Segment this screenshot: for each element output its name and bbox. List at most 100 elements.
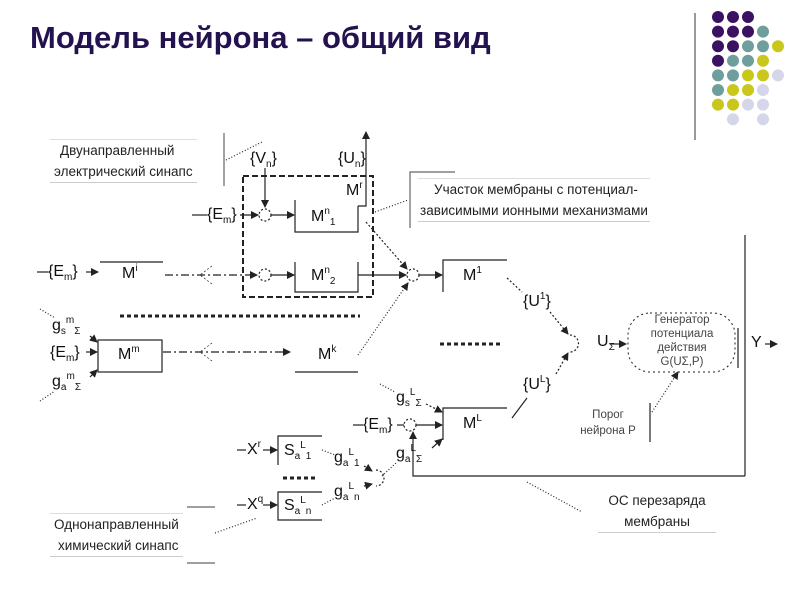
symbol-part-tail: Σ	[415, 398, 422, 409]
note-line: зависимыми ионными механизмами	[420, 203, 648, 218]
symbol-mn1: Mn1	[311, 206, 336, 228]
symbol-part-b: g	[396, 445, 405, 462]
symbol-part-sup: q	[257, 494, 264, 505]
symbol-part-b: {U	[523, 293, 540, 310]
symbol-part-sub: Σ	[608, 342, 615, 353]
symbol-sa1: SaL1	[284, 440, 312, 462]
symbol-mn2: Mn2	[311, 265, 336, 287]
symbol-em: {Em}	[207, 206, 237, 226]
decor-dot	[757, 25, 769, 38]
membrane-dashed-box	[242, 175, 374, 298]
decor-dot	[727, 69, 739, 82]
symbol-part-end: }	[72, 263, 78, 280]
decor-dot	[727, 98, 739, 111]
symbol-em: {Em}	[50, 344, 80, 364]
symbol-part-tail: 1	[329, 217, 336, 228]
symbol-part-sub: n	[354, 159, 361, 170]
symbol-part-tail: n	[305, 506, 312, 517]
decor-dot	[757, 40, 769, 53]
symbol-gsl: gsLΣ	[396, 387, 422, 409]
symbol-part-b: M	[463, 415, 477, 432]
symbol-part-sup: m	[131, 344, 140, 355]
membrane-patch-label: Участок мембраны с потенциал- зависимыми…	[418, 178, 650, 222]
symbol-part-sub: a	[294, 451, 301, 462]
feedback-line	[412, 452, 745, 477]
decor-dot	[772, 69, 784, 82]
symbol-part-sup: L	[539, 374, 546, 385]
decor-dot	[742, 69, 754, 82]
note-line: химический синапс	[58, 538, 179, 553]
note-line: мембраны	[624, 514, 690, 529]
symbol-gsm: gsmΣ	[52, 315, 80, 337]
block-ml	[442, 407, 507, 440]
symbol-part-sub: a	[342, 458, 349, 469]
symbol-part-b: g	[334, 449, 343, 466]
symbol-part-b: {E	[50, 344, 67, 361]
symbol-part-b: g	[52, 317, 61, 334]
symbol-mr: Mr	[346, 180, 363, 202]
note-line: ОС перезаряда	[608, 493, 706, 508]
symbol-part-b: g	[52, 373, 61, 390]
symbol-part-end: }	[545, 293, 551, 310]
block-san	[277, 491, 322, 521]
symbol-part-sub: m	[66, 353, 75, 364]
symbol-part-b: S	[284, 497, 295, 514]
note-line: Однонаправленный	[54, 517, 179, 532]
symbol-part-sup: L	[476, 413, 482, 424]
symbol-mm: Mm	[118, 344, 140, 366]
page-title: Модель нейрона – общий вид	[30, 20, 491, 55]
block-mm	[97, 339, 163, 373]
note-line: действия	[657, 342, 707, 354]
symbol-part-sup: r	[257, 439, 262, 450]
symbol-part-sup: L	[410, 443, 417, 454]
symbol-part-b: M	[463, 267, 477, 284]
symbol-part-sub: a	[60, 382, 67, 393]
symbol-part-b: g	[396, 389, 405, 406]
symbol-part-sup: n	[324, 265, 330, 276]
symbol-vn: {Vn}	[250, 150, 277, 170]
decor-dot	[742, 98, 754, 111]
decor-dot	[742, 11, 754, 23]
symbol-mi: Mi	[122, 263, 138, 285]
decor-dot	[742, 40, 754, 53]
note-line: Двунаправленный	[60, 143, 175, 158]
symbol-un: {Un}	[338, 150, 366, 170]
symbol-part-sub: m	[64, 272, 73, 283]
decor-dot	[712, 84, 724, 96]
decor-dot	[757, 113, 769, 126]
output-summator	[569, 334, 580, 353]
symbol-part-sub: s	[60, 326, 66, 337]
symbol-part-end: }	[231, 206, 237, 223]
symbol-part-sub: m	[379, 425, 388, 436]
symbol-part-end: }	[271, 150, 277, 167]
decor-dot	[757, 84, 769, 96]
symbol-part-sub: n	[266, 159, 272, 170]
chemical-synapse-label: Однонаправленный химический синапс	[50, 513, 183, 557]
symbol-part-b: Y	[751, 334, 762, 351]
decor-dot	[727, 113, 739, 126]
decor-dot	[727, 40, 739, 53]
symbol-part-end: }	[74, 344, 80, 361]
block-mn2	[294, 262, 359, 293]
symbol-part-sup: n	[324, 206, 330, 217]
symbol-xr: Xr	[247, 439, 262, 461]
note-line: Участок мембраны с потенциал-	[434, 182, 638, 197]
symbol-u1: {U1}	[523, 291, 551, 313]
symbol-gal: gaLΣ	[396, 443, 422, 465]
generator-label: Генератор потенциала действия G(UΣ,P)	[630, 313, 734, 369]
symbol-part-sup: L	[300, 440, 306, 451]
symbol-part-sup: L	[348, 481, 355, 492]
symbol-part-b: g	[334, 483, 343, 500]
note-line: Генератор	[654, 314, 710, 326]
decor-dot	[757, 69, 769, 82]
symbol-part-sup: m	[65, 315, 75, 326]
symbol-y: Y	[751, 334, 762, 354]
symbol-part-tail: 2	[329, 276, 336, 287]
symbol-part-b: M	[318, 346, 332, 363]
threshold-label: Порог нейрона P	[572, 407, 644, 439]
generator-block	[627, 312, 736, 373]
decor-dot	[712, 69, 724, 82]
symbol-part-tail: 1	[305, 451, 312, 462]
symbol-part-b: M	[311, 267, 325, 284]
